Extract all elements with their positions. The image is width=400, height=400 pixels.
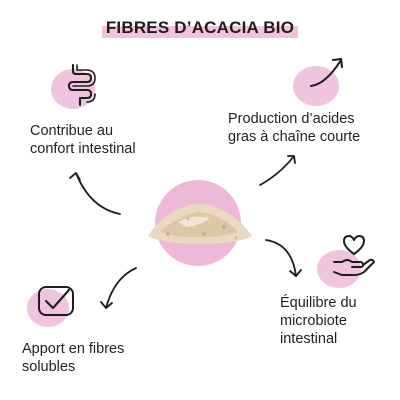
benefit-fatty-acids: Production d’acides gras à chaîne courte xyxy=(228,111,361,145)
benefit-intestinal-comfort: Contribue au confort intestinal xyxy=(30,123,136,157)
checkmark-icon xyxy=(38,286,74,316)
intestine-icon xyxy=(67,63,96,107)
page-title: FIBRES D’ACACIA BIO xyxy=(105,18,295,37)
arrow-to-intestinal-comfort xyxy=(69,172,121,215)
title-block: FIBRES D’ACACIA BIO xyxy=(98,14,302,44)
heart-hand-icon xyxy=(333,235,375,276)
arrow-to-fatty-acids xyxy=(259,155,296,186)
arrow-to-microbiota xyxy=(265,239,302,277)
arrow-up-icon xyxy=(309,57,344,88)
arrow-to-soluble-fibres xyxy=(100,267,137,309)
title-highlight xyxy=(102,26,298,38)
heart-hand-icon-background xyxy=(317,250,361,288)
checkmark-icon-background xyxy=(27,289,69,327)
benefit-soluble-fibres: Apport en fibres solubles xyxy=(22,341,125,375)
benefit-microbiota: Équilibre du microbiote intestinal xyxy=(280,295,357,347)
acacia-powder-image xyxy=(148,203,252,244)
